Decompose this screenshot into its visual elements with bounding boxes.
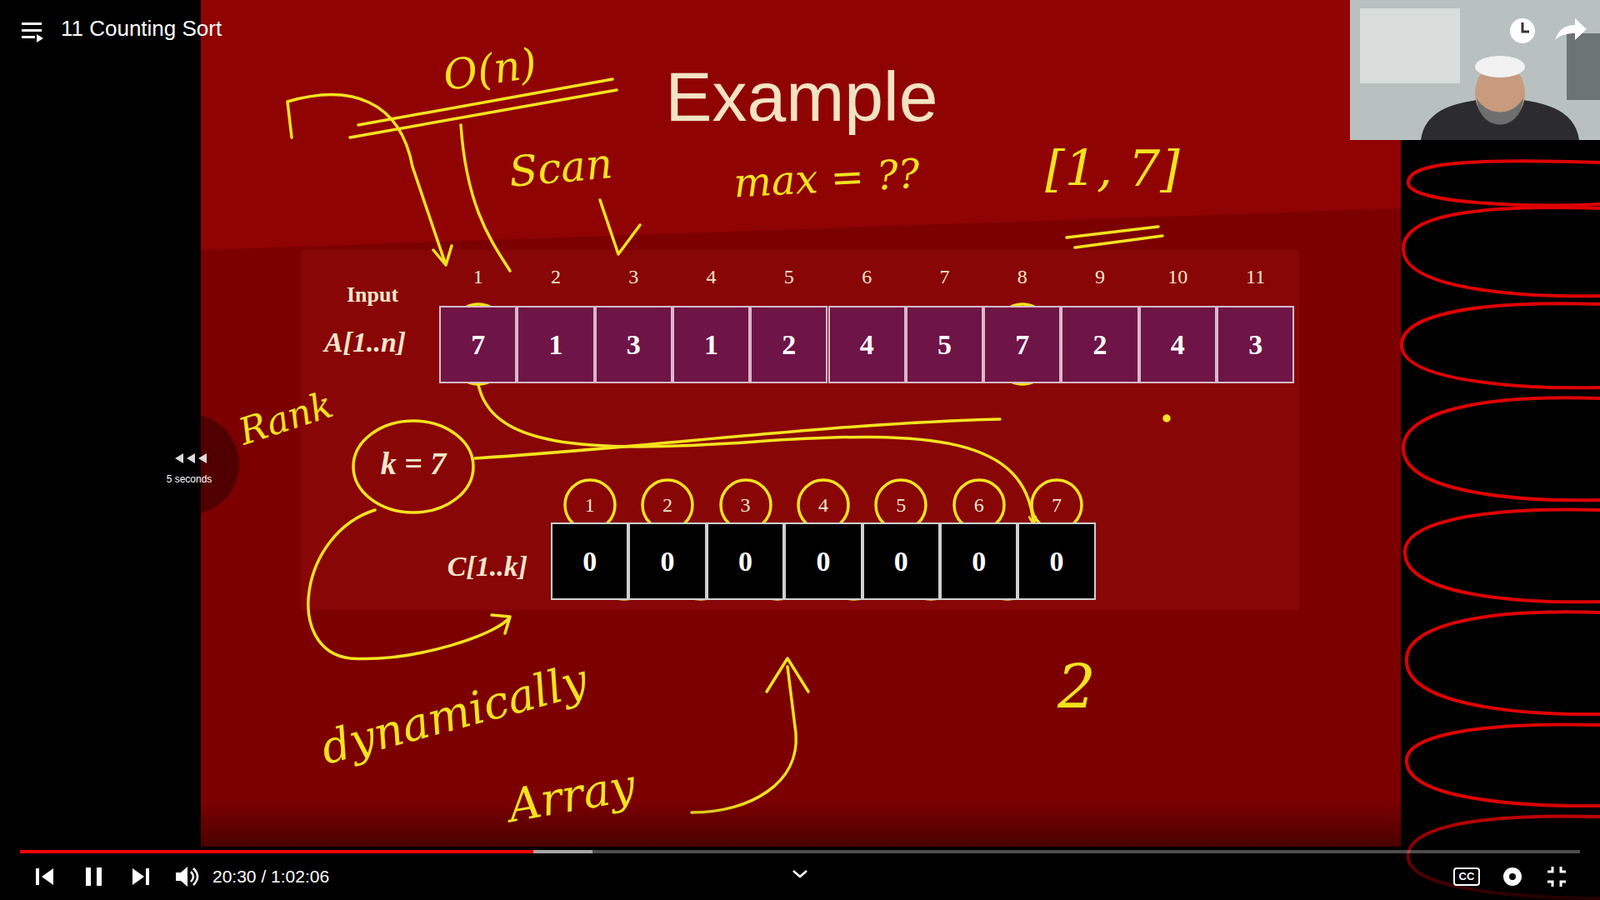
count-cell: 0 — [550, 522, 629, 600]
rewind-indicator — [139, 414, 240, 515]
slide-title: Example — [665, 58, 939, 135]
input-cell: 2 — [1060, 305, 1139, 384]
progress-track — [20, 850, 1580, 854]
index-number: 4 — [706, 265, 717, 288]
index-number: 11 — [1245, 265, 1265, 288]
cell-value: 0 — [894, 545, 909, 578]
cell-value: 3 — [1248, 329, 1263, 361]
control-shade — [0, 800, 1600, 900]
index-number: 2 — [662, 494, 673, 516]
progress-buffer — [20, 850, 593, 854]
index-number: 4 — [818, 494, 829, 516]
cell-value: 0 — [738, 545, 753, 578]
index-number: 1 — [585, 494, 595, 516]
player-icons — [35, 866, 1566, 887]
input-cell: 2 — [750, 305, 828, 384]
cell-value: 2 — [1093, 329, 1108, 361]
count-cell: 0 — [1017, 522, 1095, 600]
index-number: 7 — [1051, 494, 1062, 516]
cell-value: 7 — [470, 329, 485, 361]
video-title: 11 Counting Sort — [60, 16, 222, 41]
cell-value: 7 — [1015, 329, 1030, 361]
count-cell: 0 — [784, 522, 862, 600]
handwritten-note: Scan — [507, 140, 615, 196]
index-number: 6 — [861, 265, 872, 288]
index-number: 5 — [784, 265, 795, 288]
slide-band — [200, 0, 1401, 250]
cell-value: 4 — [860, 329, 875, 361]
cell-value: 0 — [582, 545, 597, 578]
cell-value: 0 — [815, 545, 830, 578]
handwritten-strokes — [287, 79, 1265, 813]
cell-value: 5 — [937, 329, 952, 361]
index-number: 6 — [974, 494, 985, 516]
array-name: A[1..n] — [324, 326, 406, 358]
input-cell: 4 — [1139, 305, 1217, 384]
cell-value: 0 — [971, 545, 986, 578]
index-number: 8 — [1017, 265, 1028, 288]
count-cell: 0 — [706, 522, 785, 600]
handwritten-note: 2 — [1057, 655, 1096, 721]
input-cell: 5 — [905, 305, 984, 384]
input-cell: 1 — [516, 305, 595, 384]
red-scribble — [1401, 160, 1600, 899]
index-number: 3 — [740, 494, 751, 516]
slide-panel — [300, 250, 1300, 610]
cell-value: 0 — [1050, 545, 1065, 578]
input-cell: 7 — [983, 305, 1061, 384]
time-display: 20:30 / 1:02:06 — [212, 866, 330, 886]
input-cell: 1 — [672, 305, 750, 384]
cell-value: 1 — [548, 329, 563, 361]
array-name: C[1..k] — [447, 550, 528, 582]
slide-ground — [200, 0, 1401, 847]
input-cell: 4 — [828, 305, 906, 384]
input-cell: 3 — [1216, 305, 1295, 384]
index-number: 9 — [1095, 265, 1105, 288]
webcam-thumbnail — [1350, 0, 1600, 140]
index-number: 10 — [1167, 265, 1188, 288]
progress-played — [20, 850, 534, 854]
count-cell: 0 — [862, 522, 940, 600]
captions-button: CC — [1459, 870, 1475, 883]
index-number: 2 — [550, 265, 561, 288]
count-cell: 0 — [940, 522, 1018, 600]
index-number: 3 — [628, 265, 639, 288]
index-number: 5 — [895, 494, 906, 516]
clock-icon — [1510, 18, 1535, 44]
cell-value: 4 — [1170, 329, 1185, 361]
input-cell: 3 — [595, 305, 673, 384]
range-label: k = 7 — [380, 446, 447, 482]
cell-value: 0 — [660, 545, 675, 578]
cell-value: 1 — [704, 329, 719, 361]
cell-value: 2 — [781, 329, 796, 361]
index-number: 1 — [473, 265, 484, 288]
playlist-icon — [21, 22, 44, 43]
handwritten-arrow — [478, 383, 1034, 523]
row-label: Input — [346, 283, 399, 308]
cell-value: 3 — [626, 329, 641, 361]
input-cell: 7 — [439, 305, 517, 384]
handwritten-note: max = ?? — [732, 151, 921, 205]
handwritten-note: [1, 7] — [1045, 140, 1180, 196]
count-cell: 0 — [628, 522, 706, 600]
seek-hint: 5 seconds — [166, 474, 213, 485]
share-icon — [1555, 18, 1587, 40]
index-number: 7 — [939, 265, 950, 288]
